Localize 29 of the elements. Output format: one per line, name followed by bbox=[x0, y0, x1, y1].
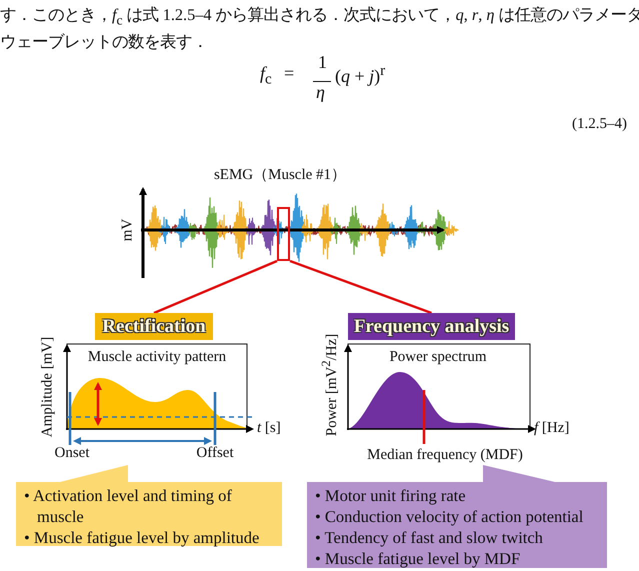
formula-symbol: η bbox=[316, 82, 325, 103]
chart-title: Power spectrum bbox=[389, 349, 487, 366]
marker-label: Offset bbox=[196, 445, 234, 462]
zoom-box bbox=[277, 207, 290, 261]
connector-line bbox=[290, 260, 432, 314]
bullet-item: • Tendency of fast and slow twitch bbox=[315, 527, 544, 548]
section-heading: Frequency analysis bbox=[348, 313, 515, 340]
formula-symbol: (q + j)$^{r}$ bbox=[335, 63, 386, 87]
marker-label: Median frequency (MDF) bbox=[367, 447, 523, 464]
bullet-item: • Conduction velocity of action potential bbox=[315, 506, 584, 527]
bullet-item: • Muscle fatigue level by amplitude bbox=[24, 527, 260, 548]
bullet-item: • Muscle fatigue level by MDF bbox=[315, 548, 522, 569]
equation-number: (1.2.5–4) bbox=[572, 116, 627, 133]
formula-symbol: = bbox=[284, 63, 294, 84]
axis-label: mV bbox=[120, 218, 136, 242]
formula-symbol: f$_{c}$ bbox=[260, 63, 272, 89]
marker-label: Onset bbox=[54, 445, 90, 462]
bullet-item: • Motor unit firing rate bbox=[315, 485, 467, 506]
axis-label: f [Hz] bbox=[534, 420, 570, 437]
section-heading: Rectification bbox=[95, 313, 213, 340]
bullet-item: • Activation level and timing of muscle bbox=[24, 485, 233, 527]
body-text: ウェーブレットの数を表す． bbox=[0, 31, 208, 53]
formula-symbol: 1 bbox=[318, 52, 327, 73]
axis-label: t [s] bbox=[257, 420, 281, 437]
chart-title: Muscle activity pattern bbox=[88, 349, 226, 366]
body-text: す．このとき，f$_{c}$ は式 1.2.5–4 から算出される．次式において，q, r, η は任意のパラメータ bbox=[0, 4, 639, 28]
chart-title: sEMG（Muscle #1） bbox=[214, 166, 346, 184]
connector-line bbox=[154, 260, 278, 314]
axis-label: Amplitude [mV] bbox=[40, 336, 56, 438]
